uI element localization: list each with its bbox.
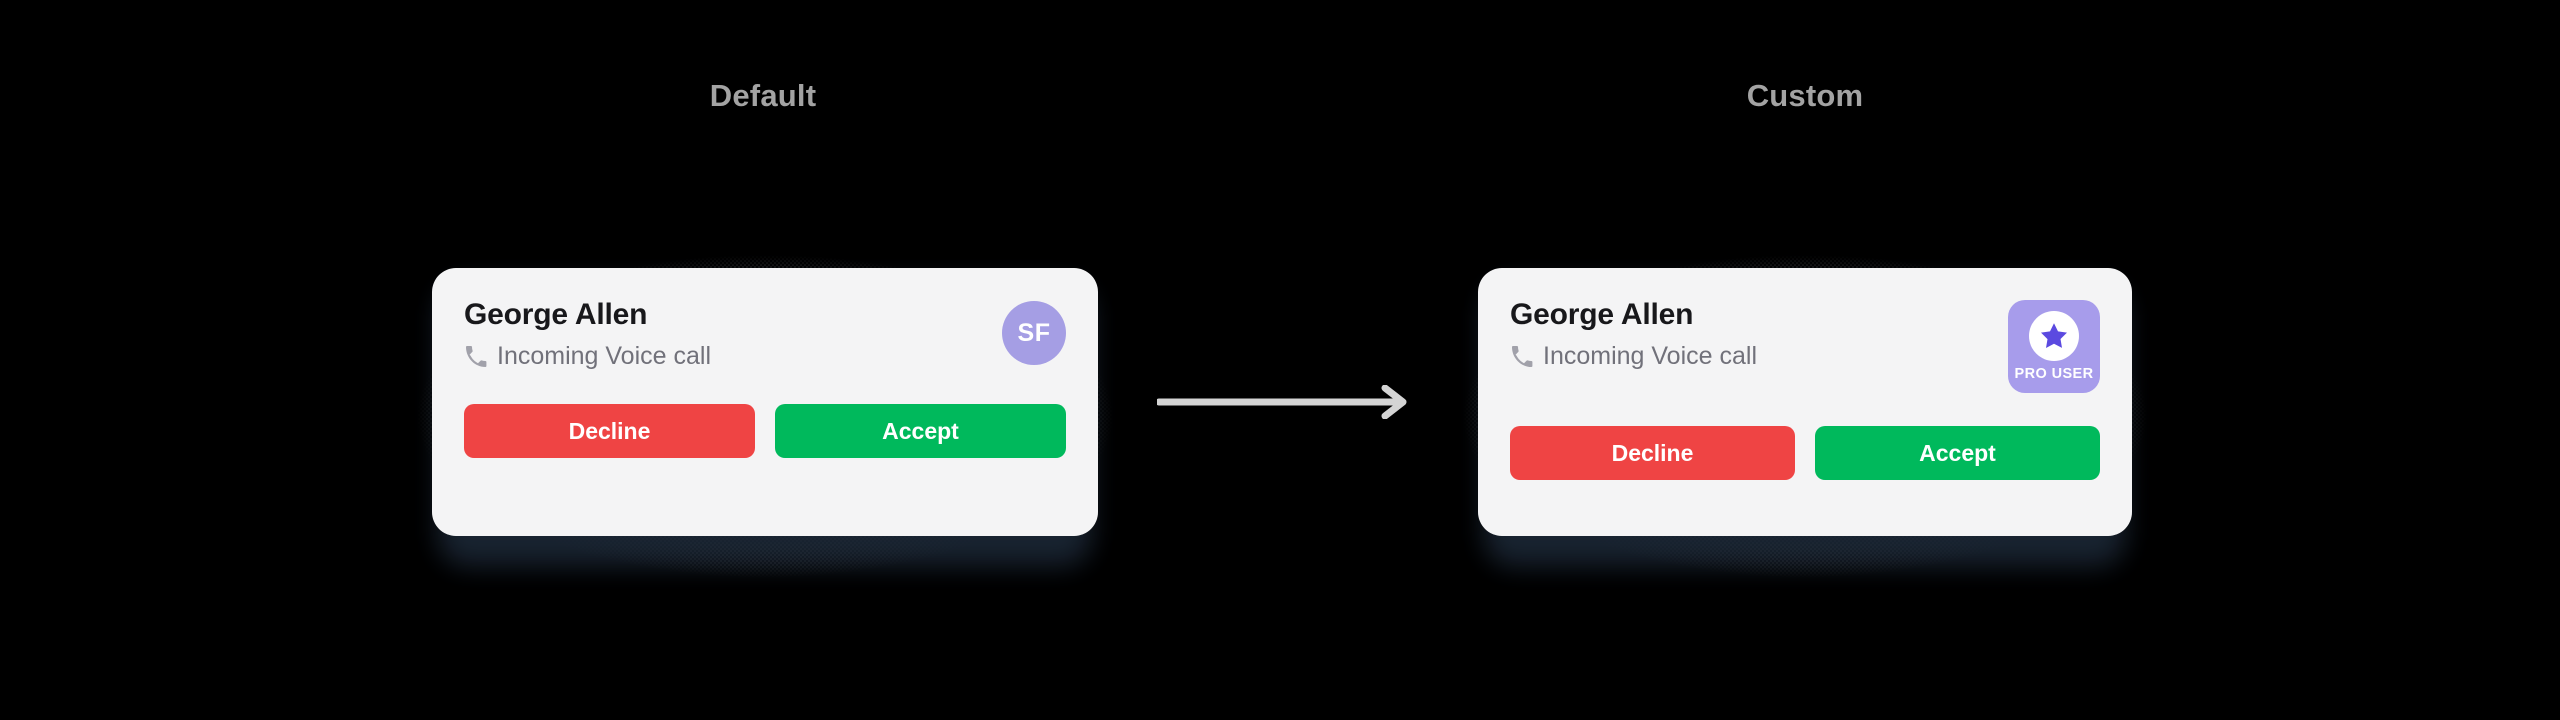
accept-button[interactable]: Accept: [775, 404, 1066, 458]
badge-icon-circle: [2029, 311, 2079, 361]
phone-icon: [464, 345, 488, 369]
decline-button[interactable]: Decline: [464, 404, 755, 458]
call-actions: Decline Accept: [1510, 426, 2100, 480]
call-status-text: Incoming Voice call: [497, 342, 712, 370]
phone-icon: [1510, 345, 1534, 369]
section-label-custom: Custom: [1746, 78, 1864, 113]
custom-call-card-wrapper: George Allen Incoming Voice call: [1462, 254, 2148, 578]
call-actions: Decline Accept: [464, 404, 1066, 458]
avatar: SF: [1002, 301, 1066, 365]
caller-name: George Allen: [1510, 298, 1694, 331]
default-call-card: George Allen Incoming Voice call SF Decl…: [432, 268, 1098, 536]
star-icon: [2041, 323, 2067, 348]
arrow-right-icon: [1157, 385, 1413, 419]
caller-info: George Allen Incoming Voice call: [464, 298, 711, 371]
card-header: George Allen Incoming Voice call: [1510, 298, 2100, 393]
pro-user-badge-label: PRO USER: [2014, 366, 2094, 382]
call-status: Incoming Voice call: [464, 342, 711, 371]
caller-info: George Allen Incoming Voice call: [1510, 298, 1757, 371]
accept-button[interactable]: Accept: [1815, 426, 2100, 480]
caller-name: George Allen: [464, 298, 648, 331]
call-status: Incoming Voice call: [1510, 342, 1757, 371]
card-header: George Allen Incoming Voice call SF: [464, 298, 1066, 371]
decline-button[interactable]: Decline: [1510, 426, 1795, 480]
pro-user-badge: PRO USER: [2008, 300, 2100, 393]
call-status-text: Incoming Voice call: [1543, 342, 1758, 370]
default-call-card-wrapper: George Allen Incoming Voice call SF Decl…: [416, 254, 1114, 578]
custom-call-card: George Allen Incoming Voice call: [1478, 268, 2132, 536]
section-label-default: Default: [709, 78, 817, 113]
